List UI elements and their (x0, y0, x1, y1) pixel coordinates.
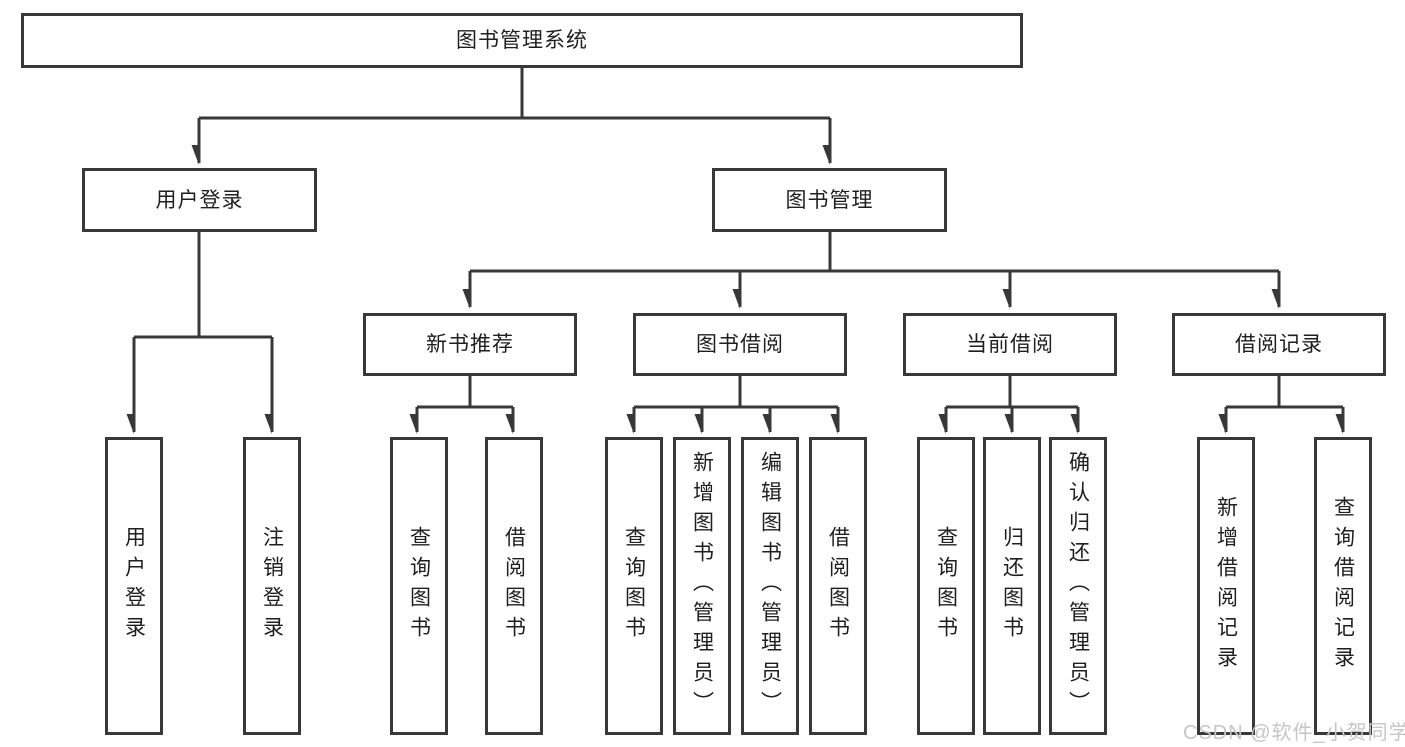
node-leaf-user-login: 用户登录 (105, 437, 163, 735)
node-label: 确认归还（管理员） (1066, 451, 1090, 721)
node-leaf-add-borrow-record: 新增借阅记录 (1197, 437, 1255, 735)
node-leaf-borrow-books-2: 借阅图书 (809, 437, 867, 735)
node-label: 注销登录 (260, 526, 284, 646)
node-label: 归还图书 (1000, 526, 1024, 646)
node-leaf-add-books-admin: 新增图书（管理员） (673, 437, 731, 735)
node-borrow-records: 借阅记录 (1172, 313, 1386, 376)
node-label: 图书管理系统 (456, 29, 588, 52)
node-leaf-logout: 注销登录 (243, 437, 301, 735)
node-label: 查询图书 (622, 526, 646, 646)
node-label: 新增图书（管理员） (690, 451, 714, 721)
node-current-borrowing: 当前借阅 (903, 313, 1117, 376)
node-leaf-edit-books-admin: 编辑图书（管理员） (741, 437, 799, 735)
node-book-management: 图书管理 (712, 168, 947, 232)
node-leaf-query-books-2: 查询图书 (605, 437, 663, 735)
node-label: 当前借阅 (966, 333, 1054, 356)
node-label: 图书借阅 (696, 333, 784, 356)
node-leaf-query-books-3: 查询图书 (917, 437, 975, 735)
node-label: 查询借阅记录 (1331, 496, 1355, 676)
node-leaf-return-books: 归还图书 (983, 437, 1041, 735)
node-label: 借阅图书 (826, 526, 850, 646)
node-new-book-recommend: 新书推荐 (363, 313, 577, 376)
node-label: 借阅图书 (502, 526, 526, 646)
node-label: 新书推荐 (426, 333, 514, 356)
node-library-management-system: 图书管理系统 (21, 13, 1023, 68)
node-book-borrowing: 图书借阅 (633, 313, 847, 376)
node-label: 查询图书 (407, 526, 431, 646)
node-label: 新增借阅记录 (1214, 496, 1238, 676)
node-label: 借阅记录 (1235, 333, 1323, 356)
node-label: 图书管理 (785, 188, 874, 212)
node-leaf-query-borrow-record: 查询借阅记录 (1314, 437, 1372, 735)
node-label: 用户登录 (122, 526, 146, 646)
node-label: 用户登录 (155, 188, 244, 212)
node-leaf-confirm-return-admin: 确认归还（管理员） (1049, 437, 1107, 735)
node-label: 编辑图书（管理员） (758, 451, 782, 721)
node-leaf-query-books-1: 查询图书 (390, 437, 448, 735)
node-user-login: 用户登录 (82, 168, 317, 232)
node-label: 查询图书 (934, 526, 958, 646)
node-leaf-borrow-books-1: 借阅图书 (485, 437, 543, 735)
